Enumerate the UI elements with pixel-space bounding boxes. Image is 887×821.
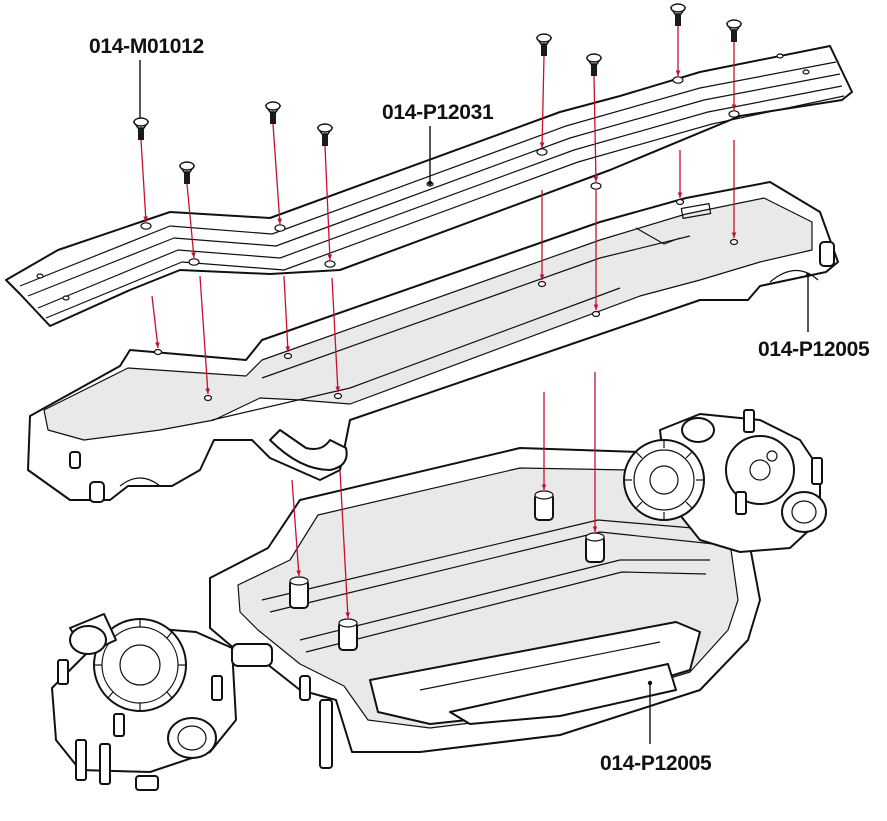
countersunk-screw [535,33,553,56]
guide-line [331,277,339,393]
guide-line [186,183,195,259]
upper-chassis [27,181,839,503]
guide-arrowhead [593,176,599,182]
countersunk-screw [585,53,603,76]
top-plate-part-label: 014-P12031 [382,101,494,124]
guide-arrowhead [541,484,547,490]
chassis-post-1 [534,490,554,521]
countersunk-screw [316,123,334,146]
guide-line [593,75,597,183]
guide-line [324,145,331,261]
guide-arrowhead [191,252,196,258]
guide-line [291,479,300,577]
labels: 014-M01012 014-P12031 014-P12005 014-P12… [89,35,870,775]
screw-part-label: 014-M01012 [89,35,204,58]
top-plate [5,45,853,327]
guide-arrowhead [593,304,599,310]
guide-arrowhead [205,388,210,394]
countersunk-screw [264,101,282,124]
guide-arrowhead [285,346,291,352]
countersunk-screw [669,3,687,26]
chassis-post-3 [289,576,309,609]
guide-arrowhead [327,254,333,260]
guide-arrowhead [592,526,598,532]
guide-arrowhead [277,218,282,224]
guide-line [541,55,545,149]
guide-arrowhead [539,142,545,148]
guide-arrowhead [731,232,737,238]
top-plate-leader-dot [427,180,433,186]
lower-chassis-leader-dot [647,680,653,686]
guide-arrowhead [731,104,737,110]
guide-line [272,123,281,225]
chassis-post-4 [338,618,358,651]
upper-chassis-leader-dot [805,272,811,278]
countersunk-screw [178,161,196,184]
assembly-guide-lines [140,26,735,619]
guide-arrowhead [675,70,681,76]
front-gearbox [51,613,273,791]
guide-arrowhead [345,612,351,618]
chassis-post-2 [585,532,605,563]
guide-arrowhead [539,274,545,280]
guide-line [151,295,159,349]
guide-line [283,275,289,353]
rear-gearbox [623,409,827,553]
countersunk-screw [725,19,743,42]
guide-arrowhead [143,216,148,222]
guide-line [339,469,349,619]
lower-chassis-part-label: 014-P12005 [600,752,712,775]
upper-chassis-part-label: 014-P12005 [758,338,870,361]
lower-chassis [209,447,761,769]
guide-arrowhead [677,192,683,198]
screws [132,3,743,184]
guide-arrowheads [143,70,737,618]
guide-arrowhead [155,342,160,348]
guide-line [140,139,147,223]
guide-arrowhead [296,570,301,576]
countersunk-screw [132,117,150,140]
guide-arrowhead [335,386,341,392]
guide-line [199,275,209,395]
